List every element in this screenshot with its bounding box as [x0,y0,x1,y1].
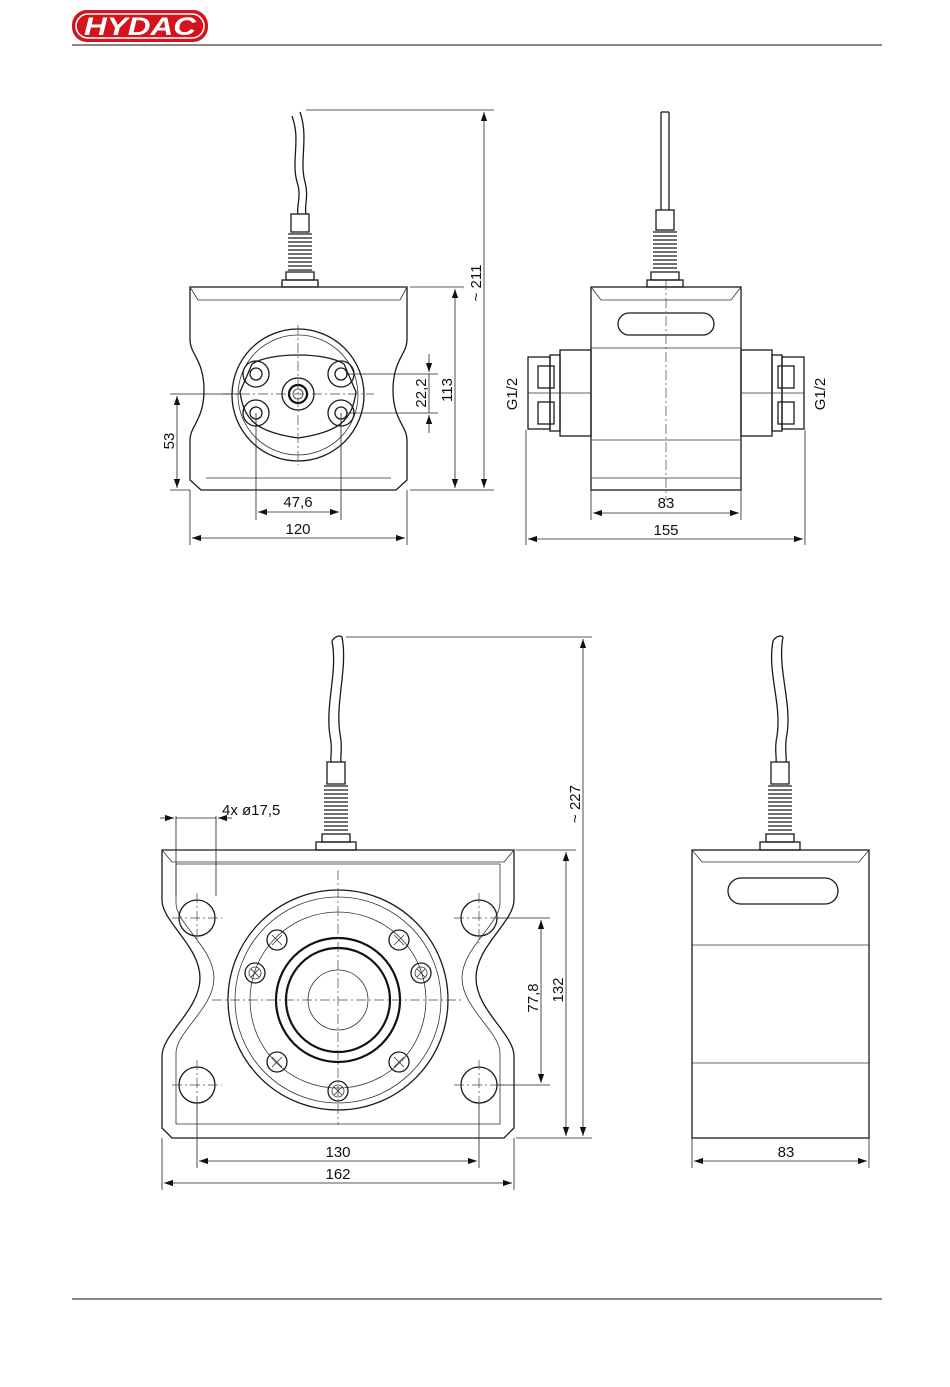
upper-side-dimensions: G1/2 G1/2 83 155 [504,378,829,545]
dim-port-height: 53 [161,433,178,450]
dim-holes: 4x ø17,5 [222,802,280,819]
upper-side-view [528,112,804,500]
lower-side-view [692,636,869,1138]
dim-lower-hole-spacing-h: 130 [325,1144,350,1161]
dim-lower-height-body: 132 [550,977,567,1002]
brand-name: HYDAC [84,13,197,41]
dim-lower-hole-spacing-v: 77,8 [525,983,542,1012]
lower-side-connector-ribs [768,786,792,830]
upper-front-dimensions: ~ 211 113 22,2 53 47,6 120 [161,110,494,545]
dim-height-body: 113 [439,378,456,402]
dim-width: 120 [285,521,310,538]
dim-port-right: G1/2 [812,378,829,411]
dim-hole-spacing-v: 22,2 [413,378,430,407]
lower-front-dimensions: 4x ø17,5 ~ 227 132 77,8 130 162 [160,637,592,1190]
dim-height-total: ~ 211 [468,265,485,302]
side-connector-ribs [653,232,677,268]
dim-hole-spacing-h: 47,6 [283,494,312,511]
lower-side-dimensions: 83 [692,1138,869,1168]
dim-body-width: 83 [658,495,675,512]
upper-front-view [190,112,407,490]
dim-total-width: 155 [653,522,678,539]
dim-lower-height-total: ~ 227 [567,785,584,823]
hydac-logo: HYDAC [72,10,208,42]
dim-lower-side-width: 83 [778,1144,795,1161]
lower-connector-ribs [324,786,348,830]
lower-front-view [162,636,514,1138]
connector-ribs [288,234,312,270]
dim-lower-width: 162 [325,1166,350,1183]
dim-port-left: G1/2 [504,378,521,411]
